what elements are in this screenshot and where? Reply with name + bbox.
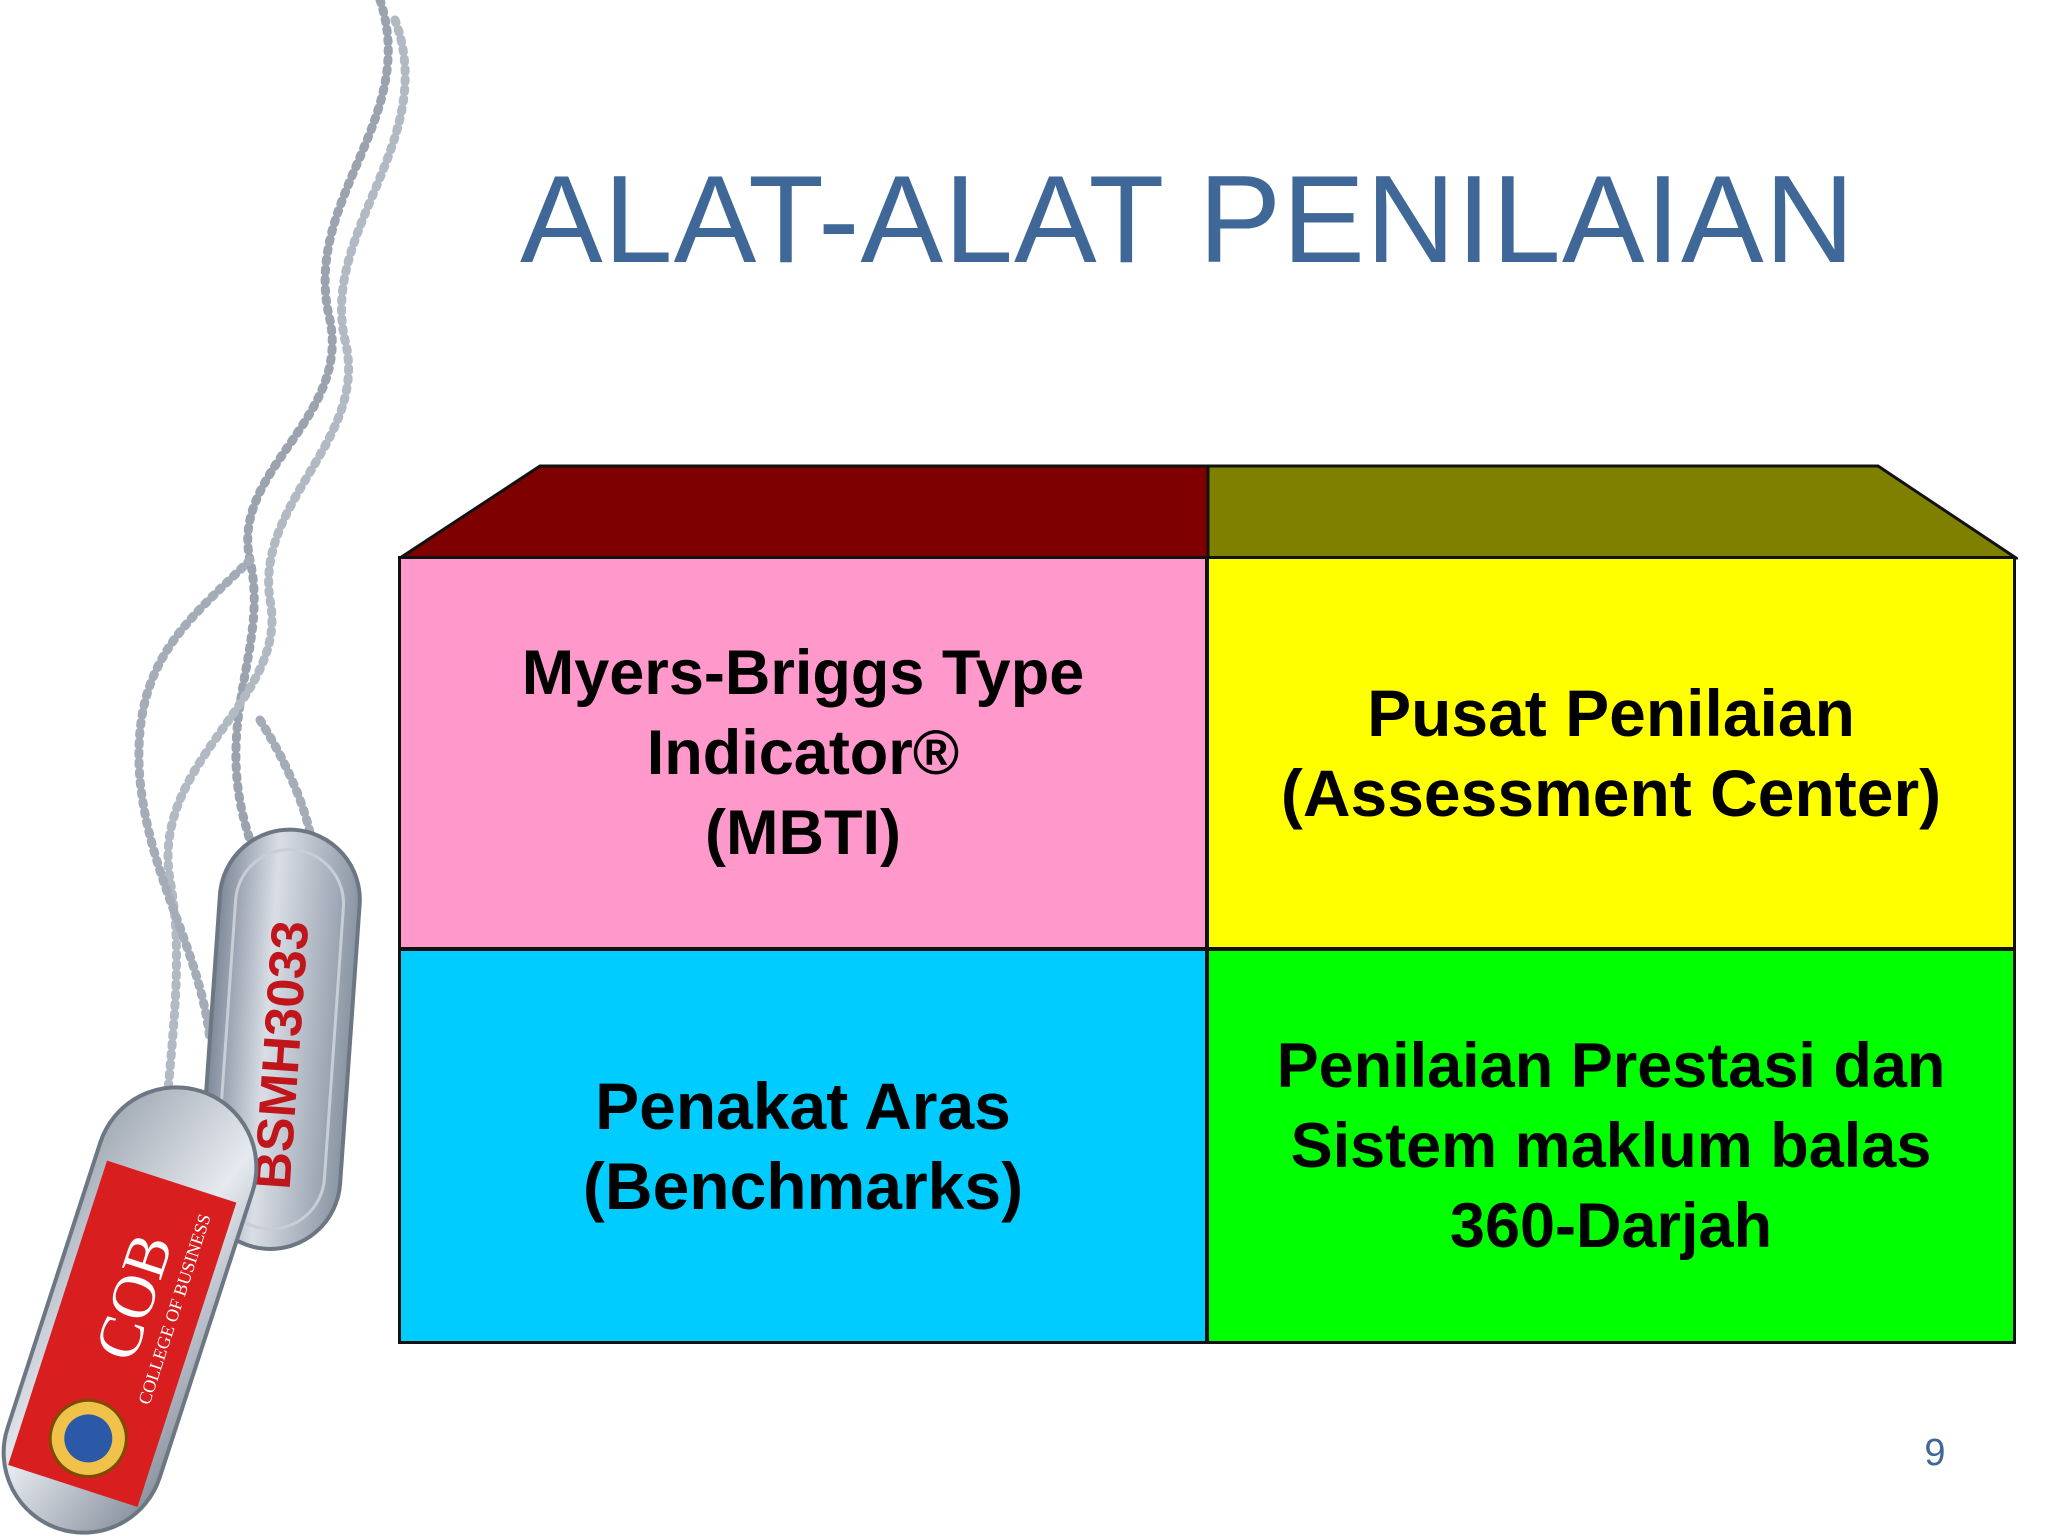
cell-benchmarks: Penakat Aras (Benchmarks) [398, 948, 1208, 1344]
bead-chain [134, 555, 255, 1045]
cell-benchmarks-text: Penakat Aras (Benchmarks) [582, 1069, 1024, 1223]
roof-right [1206, 464, 2018, 560]
front-dog-tag: COB COLLEGE OF BUSINESS [1, 1085, 259, 1535]
cell-mbti: Myers-Briggs Type Indicator® (MBTI) [398, 556, 1208, 950]
dog-tags-illustration: BSMH3033 COB COLLEGE OF BUSINESS [1, 0, 410, 1535]
cell-assessment-center-text: Pusat Penilaian (Assessment Center) [1280, 676, 1942, 830]
cell-360-feedback: Penilaian Prestasi dan Sistem maklum bal… [1206, 948, 2016, 1344]
matrix-roof [398, 464, 2018, 560]
page-number: 9 [1924, 1432, 1946, 1474]
slide-title: ALAT-ALAT PENILAIAN [520, 151, 1856, 289]
cell-mbti-text: Myers-Briggs Type Indicator® (MBTI) [521, 638, 1085, 868]
cell-assessment-center: Pusat Penilaian (Assessment Center) [1206, 556, 2016, 950]
roof-left [398, 464, 1210, 560]
cell-360-feedback-text: Penilaian Prestasi dan Sistem maklum bal… [1276, 1031, 1946, 1261]
assessment-tools-matrix: Myers-Briggs Type Indicator® (MBTI) Pusa… [398, 462, 2018, 1352]
